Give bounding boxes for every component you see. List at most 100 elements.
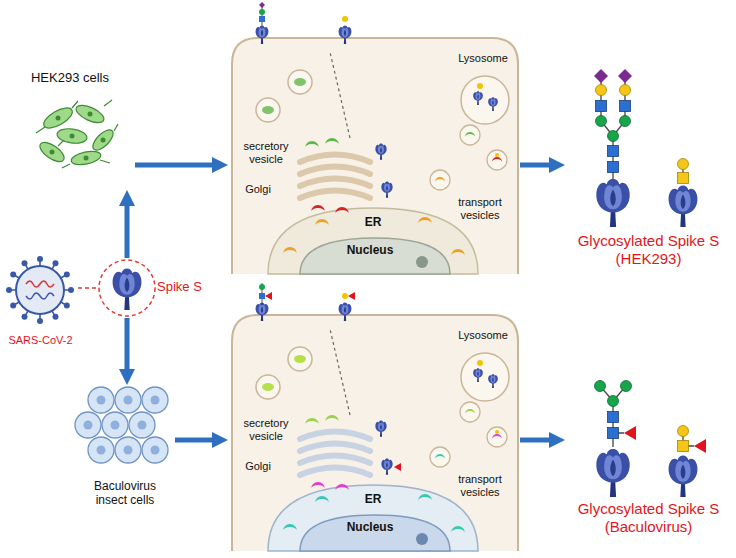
node-text: Glycosylated Spike S (Baculovirus) <box>565 500 732 536</box>
glycoprotein-baculovirus <box>694 439 706 453</box>
hek293-cell-illustration <box>315 219 329 226</box>
glycoprotein-hek293 <box>620 116 631 127</box>
insect-cell-illustration <box>348 292 355 300</box>
glycoprotein-hek293 <box>594 69 632 83</box>
insect-cell-illustration <box>259 284 265 290</box>
node-text: Nucleus <box>342 243 398 257</box>
hek293-cell-illustration <box>418 217 432 224</box>
hek293-cell-illustration <box>495 153 499 157</box>
insect-cell-illustration <box>262 383 274 391</box>
node-text: Nucleus <box>342 520 398 534</box>
insect-cell-illustration <box>435 454 445 459</box>
insect-cell-illustration <box>330 329 350 415</box>
insect-cell-illustration <box>430 447 450 467</box>
insect-cell-illustration <box>256 303 269 322</box>
insect-cells-icon <box>97 396 106 405</box>
hek293-cell-illustration <box>492 157 502 162</box>
hek293-cells-icon <box>41 104 76 132</box>
hek293-cells-icon <box>70 134 75 139</box>
flow-arrow <box>520 438 557 443</box>
insect-cell-illustration <box>477 360 483 366</box>
hek293-cells-icon <box>36 100 118 168</box>
spike-label: Spike S <box>97 258 212 318</box>
insect-cells-icon <box>138 421 147 430</box>
glycoprotein-hek293 <box>620 101 631 112</box>
insect-cell-illustration <box>294 355 306 363</box>
glycoprotein-baculovirus <box>600 386 626 447</box>
hek293-cell-illustration <box>461 76 509 124</box>
node-text: ER <box>361 492 385 506</box>
insect-cell-illustration <box>325 415 339 422</box>
insect-cell-illustration <box>342 293 348 299</box>
glycoprotein-hek293 <box>678 173 689 184</box>
node-text: Baculovirus insect cells <box>80 479 170 508</box>
hek293-cells-icon <box>56 127 88 145</box>
node-text: ER <box>361 215 385 229</box>
hek293-cells-icon <box>37 139 67 166</box>
cell-line-label: Baculovirus insect cells <box>75 385 175 515</box>
glycoprotein-baculovirus <box>678 441 689 452</box>
insect-cells-icon <box>142 387 168 413</box>
hek293-cell-illustration <box>473 91 483 105</box>
insect-cell-illustration <box>418 494 432 501</box>
insect-cell-illustration <box>315 496 329 503</box>
hek293-cell-illustration <box>339 26 352 45</box>
hek293-cell-illustration <box>300 155 370 163</box>
node-text: Lysosome <box>453 329 513 342</box>
node-text: Lysosome <box>453 52 513 65</box>
hek293-cells-icon <box>74 102 107 126</box>
insect-cell-illustration <box>416 533 428 545</box>
virus-illustration <box>10 272 16 278</box>
hek293-cell-illustration <box>262 106 274 114</box>
insect-cell-illustration <box>283 524 297 531</box>
hek293-cell-illustration <box>288 70 312 94</box>
glycoprotein-hek293 <box>596 85 631 96</box>
virus-illustration <box>37 318 43 324</box>
insect-cells-icon <box>102 412 128 438</box>
spike-zoom <box>99 260 155 316</box>
virus-illustration <box>37 256 43 262</box>
insect-cell-illustration <box>259 293 265 299</box>
virus-illustration <box>22 260 28 266</box>
insect-cell-illustration <box>305 418 319 425</box>
insect-cells-icon <box>75 412 101 438</box>
glycoprotein-baculovirus <box>608 412 619 423</box>
insect-cell-illustration <box>232 315 518 551</box>
insect-cell-illustration <box>495 430 499 434</box>
insect-cell-illustration <box>451 526 465 533</box>
virus-illustration <box>6 256 74 324</box>
hek293-cell-illustration <box>451 249 465 256</box>
node-text: transport vesicles <box>450 196 510 222</box>
hek293-cells-icon <box>36 100 118 168</box>
insect-cell-illustration <box>300 468 370 476</box>
node-text: HEK293 cells <box>25 70 115 86</box>
hek293-cell-illustration <box>300 191 370 199</box>
virus-label: SARS-CoV-2 <box>3 250 78 352</box>
glycoprotein-hek293 <box>596 116 631 142</box>
glycoprotein-hek293 <box>608 146 619 157</box>
virus-illustration <box>26 293 54 299</box>
virus-illustration <box>68 287 74 293</box>
flow-arrow <box>125 318 130 377</box>
hek293-cell-illustration <box>256 98 280 122</box>
hek293-cell-illustration <box>268 208 478 274</box>
insect-cell-illustration <box>311 482 325 489</box>
glycoprotein-hek293 <box>608 162 619 173</box>
insect-cell-illustration <box>288 347 312 371</box>
node-text: transport vesicles <box>450 473 510 499</box>
hek293-cell-illustration <box>259 9 265 15</box>
hek293-cells-icon <box>50 150 55 155</box>
hek293-cell-illustration <box>232 38 518 274</box>
virus-illustration <box>16 266 64 314</box>
glycoprotein-baculovirus <box>595 381 606 392</box>
hek293-cell-illustration <box>305 138 339 148</box>
insect-cells-icon <box>84 396 160 455</box>
glycoprotein-hek293 <box>620 85 631 96</box>
hek293-cell-illustration <box>342 16 348 22</box>
flow-arrow <box>520 163 557 168</box>
insect-cell-illustration <box>465 409 475 414</box>
virus-illustration <box>6 256 74 324</box>
hek293-cells-icon <box>70 149 102 167</box>
